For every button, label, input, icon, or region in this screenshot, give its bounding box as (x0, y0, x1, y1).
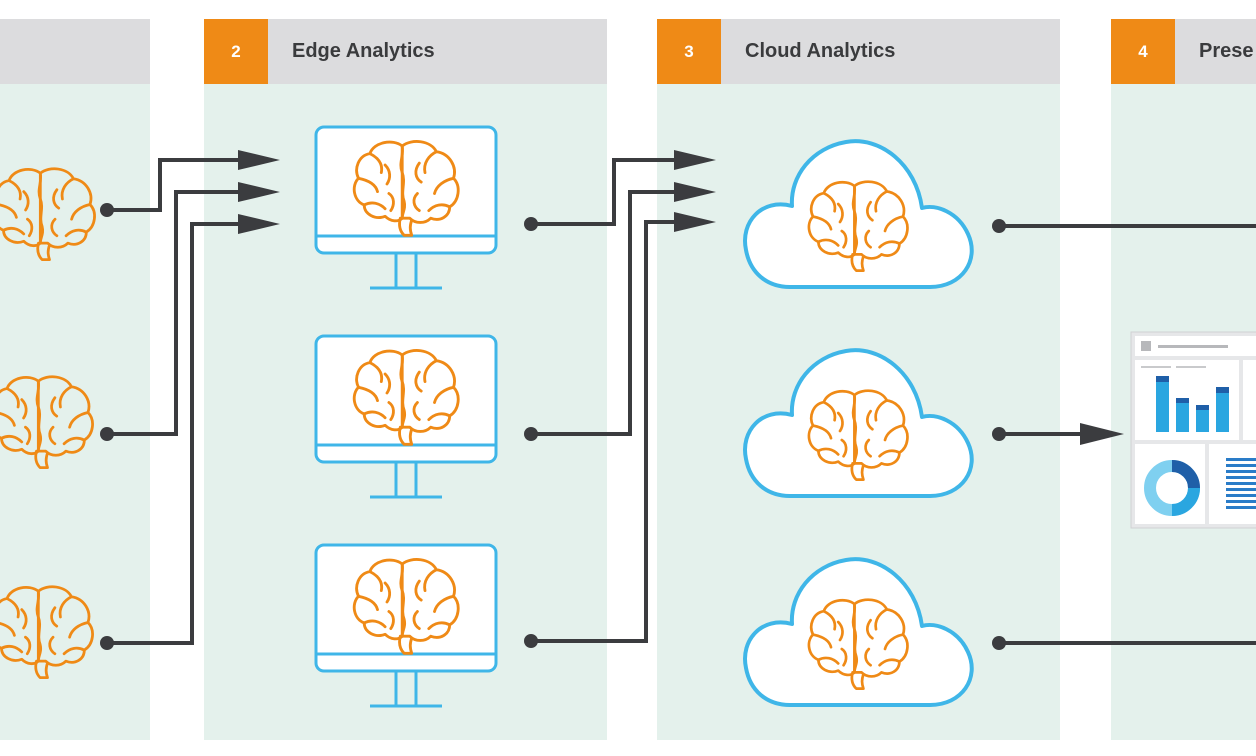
stage2-arrowheads (674, 150, 716, 232)
cloud-3-cloud-icon (743, 557, 974, 707)
connector-sensor-2 (107, 190, 240, 436)
cloud-2-cloud-icon (743, 348, 974, 498)
dashboard-bar-chart (1156, 376, 1229, 432)
sensor-2-brain-icon (0, 375, 94, 470)
stage-3-title: Cloud Analytics (745, 40, 896, 62)
connector-sensor-1 (107, 158, 240, 212)
stage-4-title: Prese (1199, 40, 1254, 62)
stage2-connector-dots (524, 217, 538, 648)
stage-2-title: Edge Analytics (292, 40, 435, 62)
stage-2-header: 2 Edge Analytics (204, 19, 607, 84)
edge-device-3-monitor-icon (314, 543, 498, 708)
connector-edge-3 (531, 220, 676, 643)
edge-device-2-monitor-icon (314, 334, 498, 499)
connector-edge-2 (531, 190, 676, 436)
connector-edge-1 (531, 158, 676, 226)
presentation-dashboard-icon (1130, 331, 1256, 529)
stage-3-header: 3 Cloud Analytics (657, 19, 1060, 84)
cloud-1-cloud-icon (743, 139, 974, 289)
sensor-1-brain-icon (0, 167, 96, 262)
stage-2-number-badge: 2 (204, 19, 268, 84)
stage2-to-stage3-connectors (531, 158, 676, 643)
stage1-arrowheads (238, 150, 280, 234)
stage-4-number-badge: 4 (1111, 19, 1175, 84)
edge-device-1-monitor-icon (314, 125, 498, 290)
stage-1-header (0, 19, 150, 84)
stage-3-number-badge: 3 (657, 19, 721, 84)
sensor-3-brain-icon (0, 585, 94, 680)
stage1-to-stage2-connectors (107, 158, 240, 645)
stage3-arrowhead (1080, 423, 1124, 445)
stage1-connector-dots (100, 203, 114, 650)
dashboard-list-bars (1226, 458, 1256, 509)
dashboard-donut-chart (1144, 460, 1200, 516)
stage3-to-stage4-connectors (999, 224, 1256, 645)
stage-4-header: 4 Prese (1111, 19, 1256, 84)
connector-sensor-3 (107, 222, 240, 645)
stage3-connector-dots (992, 219, 1006, 650)
